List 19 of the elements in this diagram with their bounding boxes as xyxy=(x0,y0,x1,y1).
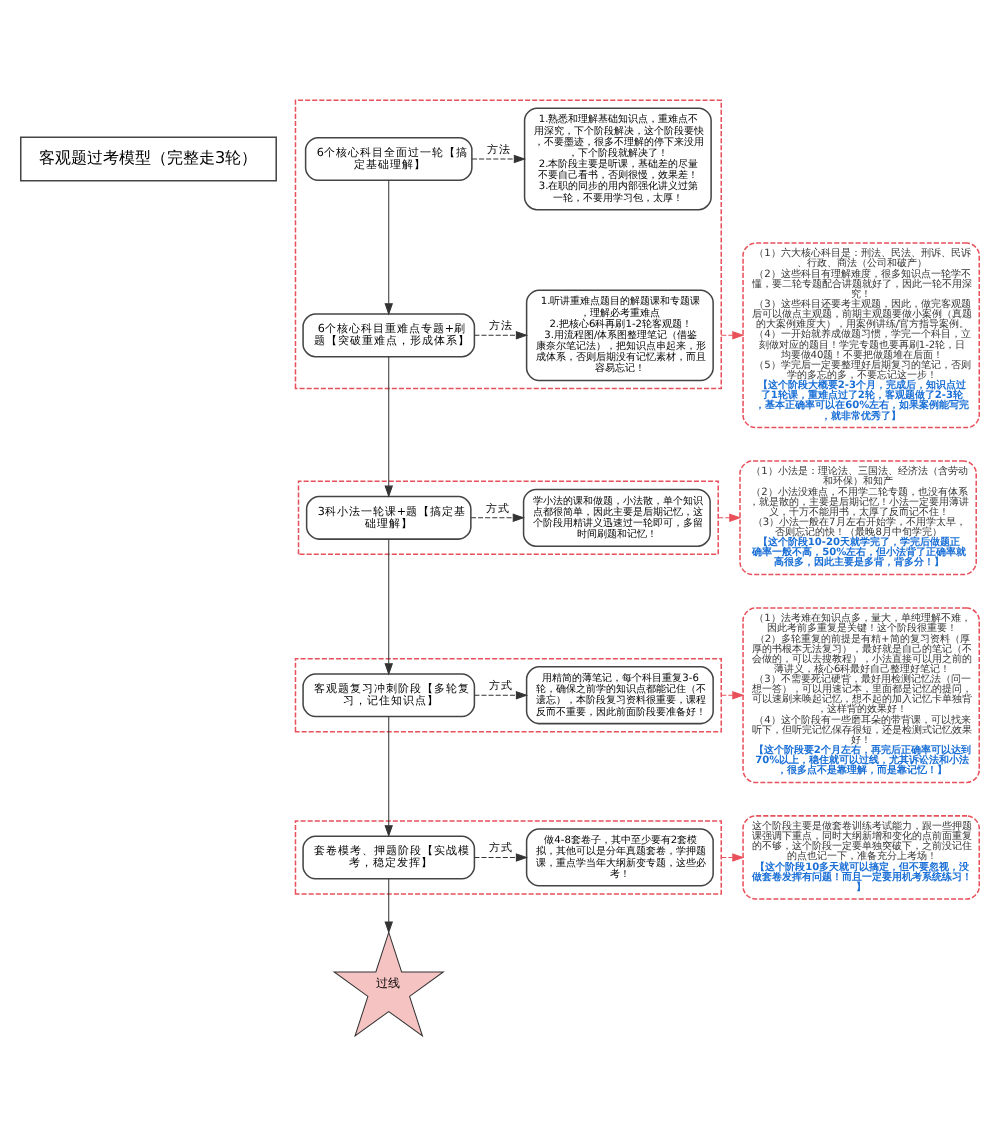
arrow xyxy=(720,853,745,862)
arrow xyxy=(473,690,529,700)
arrow xyxy=(473,853,529,862)
arrow xyxy=(473,331,529,340)
arrow xyxy=(384,538,393,676)
arrow xyxy=(384,878,393,934)
cluster xyxy=(294,820,722,895)
arrow xyxy=(471,154,526,164)
arrow xyxy=(470,513,525,523)
node-box: 客观题过考模型（完整走3轮） xyxy=(20,136,277,182)
arrow xyxy=(384,716,393,838)
arrow xyxy=(717,513,742,523)
arrow xyxy=(720,690,745,700)
cluster xyxy=(297,480,719,556)
cluster xyxy=(294,658,722,733)
cluster xyxy=(294,99,722,390)
arrow xyxy=(720,331,745,340)
arrow xyxy=(384,179,393,316)
arrow xyxy=(384,356,393,498)
